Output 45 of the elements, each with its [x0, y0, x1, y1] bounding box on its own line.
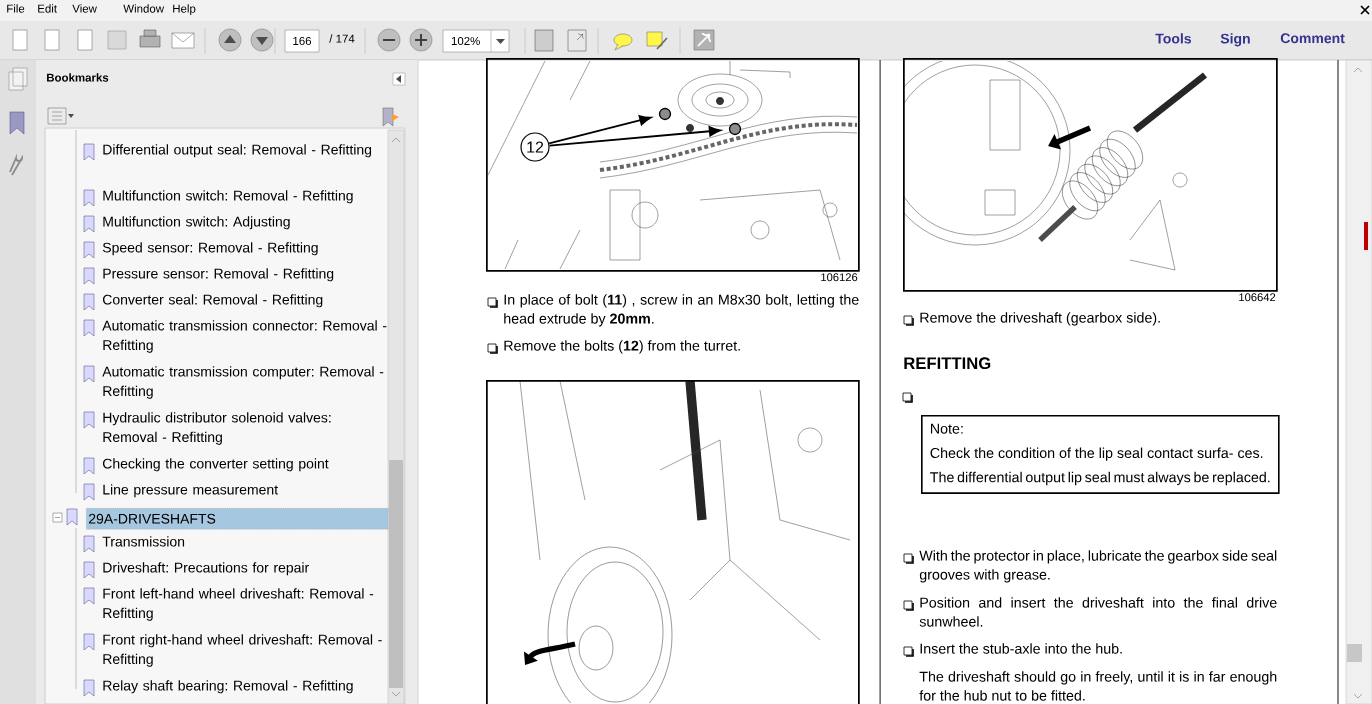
menu-item: Window [123, 4, 165, 13]
instruction-text: Remove the bolts (12) from the turret. [504, 340, 740, 354]
section-heading: REFITTING [904, 357, 991, 370]
leader-line [548, 126, 721, 147]
menu-item: Edit [38, 4, 57, 13]
panel-title: Bookmarks [47, 73, 109, 82]
bolt-symbol [658, 107, 672, 121]
bookmark-label: Checking the converter setting point [103, 458, 329, 472]
bookmark-label: Converter seal: Removal - Refitting [103, 294, 323, 308]
instruction-text: The driveshaft should go in freely, until it is in far enough for the hub nut to be fitted. [919, 671, 1277, 701]
bookmark-label: Pressure sensor: Removal - Refitting [103, 268, 334, 282]
bookmark-label: Differential output seal: Removal - Refitting [103, 144, 372, 158]
bookmark-label: Front left-hand wheel driveshaft: Removal - Refitting [103, 588, 374, 621]
page-number-field: 166 [284, 29, 320, 53]
instruction-text: With the protector in place, lubricate the gearbox side seal grooves with grease. [919, 550, 1277, 583]
figure-number: 106642 [1239, 293, 1276, 302]
bookmark-label: Speed sensor: Removal - Refitting [102, 242, 318, 256]
bookmark-label: Multifunction switch: Removal - Refitting [103, 190, 353, 204]
zoom-field: 102% [442, 29, 510, 53]
bookmark-label: Driveshaft: Precautions for repair [103, 562, 309, 576]
bookmark-label: Automatic transmission connector: Removal - Refitting [102, 320, 387, 353]
callout-number: 12 [520, 132, 550, 162]
note-box: Note: Check the condition of the lip seal contact surfa- ces. The differential output lip seal must always be replaced. [921, 415, 1280, 494]
leader-line [548, 115, 652, 145]
bookmark-label: Line pressure measurement [103, 484, 278, 498]
bookmark-label: Relay shaft bearing: Removal - Refitting [103, 680, 353, 694]
bookmark-label: Transmission [102, 536, 185, 547]
bookmark-label: Front right-hand wheel driveshaft: Removal - Refitting [103, 634, 382, 667]
illustration-frame [903, 58, 1278, 292]
tools-link: Tools [1155, 33, 1191, 44]
menu-item: View [72, 4, 97, 13]
instruction-text: Position and insert the driveshaft into the final drive sunwheel. [919, 597, 1277, 627]
bookmark-label: Multifunction switch: Adjusting [103, 216, 290, 230]
bolt-symbol [728, 122, 742, 136]
instruction-text: Remove the driveshaft (gearbox side). [920, 312, 1160, 326]
figure-number: 106126 [821, 273, 858, 282]
menu-item: Help [173, 4, 196, 15]
bookmark-label: Hydraulic distributor solenoid valves: Removal - Refitting [103, 412, 331, 445]
bookmark-label: Automatic transmission computer: Removal - Refitting [102, 366, 384, 399]
menu-item: File [7, 4, 25, 13]
selected-bookmark: 29A-DRIVESHAFTS [86, 508, 389, 530]
instruction-text: In place of bolt (11) , screw in an M8x30 bolt, letting the head extrude by 20mm. [504, 294, 859, 327]
comment-link: Comment [1280, 33, 1345, 44]
instruction-text: Insert the stub-axle into the hub. [920, 643, 1122, 654]
page-count-text: / 174 [329, 34, 355, 43]
